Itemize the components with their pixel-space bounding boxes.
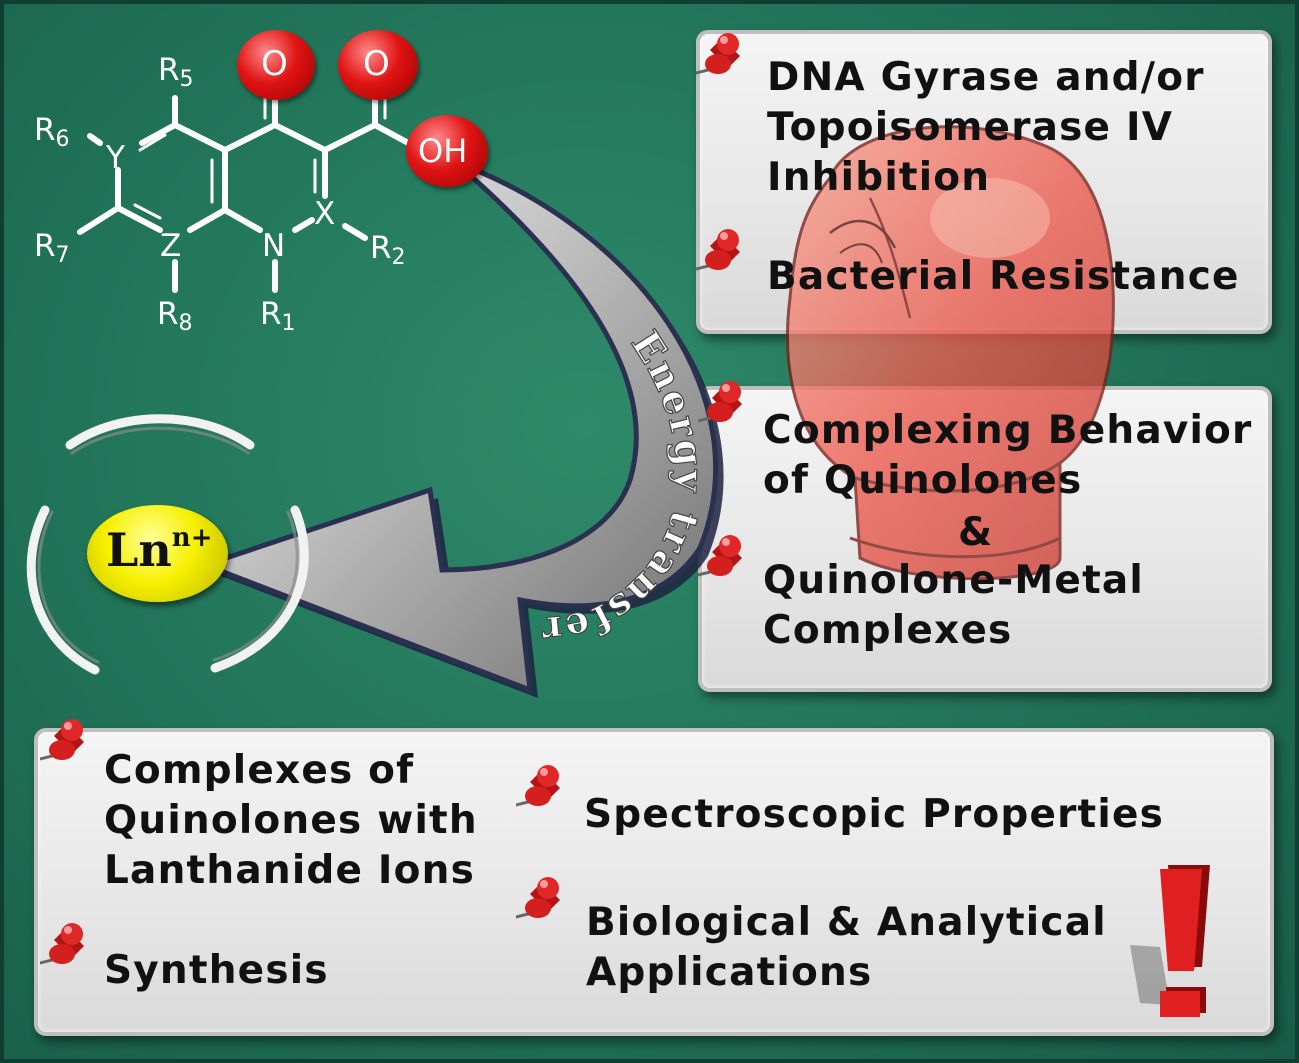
push-pin-icon [696, 33, 740, 75]
n-atom-label: N [262, 228, 286, 264]
spectroscopic-text: Spectroscopic Properties [584, 792, 1165, 837]
panel-lanthanide [34, 728, 1274, 1036]
svg-text:Energy transfer: Energy transfer [538, 323, 713, 640]
synthesis-text: Synthesis [104, 948, 329, 993]
r6-label: R6 [34, 112, 70, 152]
push-pin-icon [696, 229, 740, 271]
energy-transfer-text: Energy transfer [538, 322, 712, 655]
coordination-brackets [26, 414, 309, 675]
lanthanide-complexes-line-3: Lanthanide Ions [104, 848, 476, 893]
complexing-line-1: Complexing Behavior [763, 408, 1253, 453]
target-line-3: Inhibition [767, 155, 991, 200]
push-pin-icon [40, 719, 84, 761]
ampersand-text: & [958, 510, 994, 555]
lanthanide-ion-label: Lnn+ [106, 523, 213, 577]
carbonyl-oxygen-atom [338, 30, 418, 100]
push-pin-icon [698, 381, 742, 423]
lanthanide-complexes-line-1: Complexes of [104, 748, 415, 793]
lanthanide-complexes-line-2: Quinolones with [104, 798, 478, 843]
carbonyl-oxygen-label: O [363, 44, 390, 84]
ketone-oxygen-label: O [261, 44, 288, 84]
metal-complex-line-1: Quinolone-Metal [763, 558, 1144, 603]
r5-label: R5 [158, 52, 194, 92]
hydroxyl-atom [406, 115, 488, 187]
applications-line-1: Biological & Analytical [586, 900, 1107, 945]
y-atom-label: Y [106, 140, 125, 176]
push-pin-icon [516, 765, 560, 807]
resistance-text: Bacterial Resistance [767, 254, 1240, 299]
exclamation-icon [1130, 865, 1210, 1017]
ketone-oxygen-atom [237, 30, 315, 100]
hydroxyl-label: OH [418, 132, 468, 170]
r2-label: R2 [370, 230, 406, 270]
push-pin-icon [40, 923, 84, 965]
quinolone-structure [77, 85, 415, 293]
z-atom-label: Z [160, 228, 182, 264]
r8-label: R8 [157, 296, 193, 336]
metal-complex-line-2: Complexes [763, 608, 1013, 653]
applications-line-2: Applications [586, 950, 873, 995]
target-line-1: DNA Gyrase and/or [767, 55, 1205, 100]
r7-label: R7 [34, 228, 70, 268]
lanthanide-ion-sphere [87, 505, 228, 602]
target-line-2: Topoisomerase IV [767, 105, 1174, 150]
energy-transfer-label: Energy transfer [395, 320, 725, 655]
r1-label: R1 [260, 296, 296, 336]
complexing-line-2: of Quinolones [763, 458, 1083, 503]
push-pin-icon [516, 877, 560, 919]
push-pin-icon [698, 535, 742, 577]
x-atom-label: X [314, 196, 336, 232]
